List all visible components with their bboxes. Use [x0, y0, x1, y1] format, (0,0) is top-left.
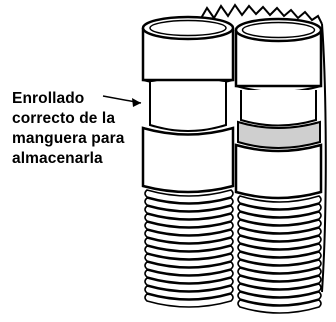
hose-rib	[237, 203, 322, 218]
hose-rib	[144, 285, 234, 300]
callout-line-2: correcto de la	[12, 110, 116, 127]
hose-rib	[144, 221, 234, 236]
hose-rib	[144, 261, 234, 276]
back-hose-right-edge	[321, 23, 327, 293]
hose-rib	[144, 269, 234, 284]
hose-rib	[237, 251, 322, 266]
hose-rib	[144, 245, 234, 260]
hose-rib	[144, 253, 234, 268]
right-hose-cuff	[234, 17, 323, 200]
left-hose-ribs	[144, 189, 234, 308]
hose-rib	[237, 195, 322, 210]
hose-rib	[144, 205, 234, 220]
back-hose-coil-top	[199, 3, 323, 25]
hose-rib	[237, 259, 322, 274]
hose-rib	[144, 189, 234, 204]
hose-rib	[144, 277, 234, 292]
hose-rib	[237, 291, 322, 306]
callout-line-3: manguera para	[12, 130, 125, 147]
hose-rib	[144, 197, 234, 212]
hose-rib	[144, 213, 234, 228]
callout-line-4: almacenarla	[12, 150, 103, 167]
left-hose-cuff	[141, 15, 235, 194]
right-hose-ribs	[237, 195, 322, 314]
callout-label: Enrollado correcto de la manguera para a…	[12, 89, 172, 169]
hose-rib	[237, 275, 322, 290]
hose-rib	[237, 227, 322, 242]
hose-rib	[237, 283, 322, 298]
hose-rib	[237, 299, 322, 314]
hose-rib	[144, 229, 234, 244]
callout-arrow	[102, 95, 142, 107]
hose-rib	[237, 211, 322, 226]
hose-rib	[144, 293, 234, 308]
hose-rib	[144, 237, 234, 252]
hose-rib	[237, 267, 322, 282]
callout-line-1: Enrollado	[12, 90, 85, 107]
hose-rib	[237, 219, 322, 234]
hose-rib	[237, 235, 322, 250]
hose-rib	[237, 243, 322, 258]
